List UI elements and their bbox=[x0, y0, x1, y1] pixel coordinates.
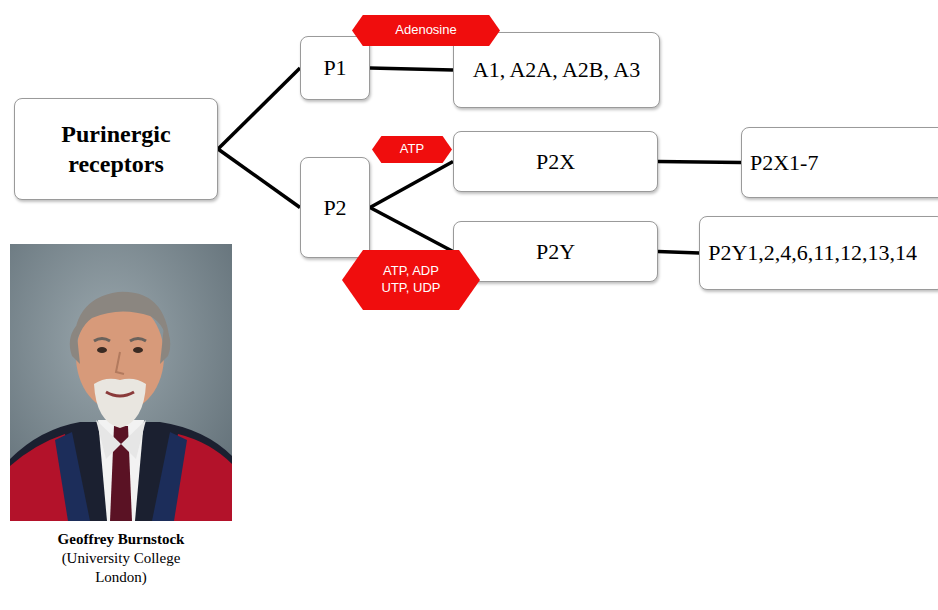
receptor-box: P2Y1,2,4,6,11,12,13,14 bbox=[699, 216, 938, 290]
root-box: Purinergic receptors bbox=[14, 98, 218, 200]
hexagon-fill bbox=[352, 15, 500, 46]
connector-line bbox=[218, 149, 300, 208]
receptor-box: P2X1-7 bbox=[741, 127, 938, 198]
node-label: P1 bbox=[315, 55, 354, 81]
node-label: P2X bbox=[528, 149, 583, 175]
ligand-tag: ATP, ADP UTP, UDP bbox=[342, 250, 480, 310]
receptor-box: P2X bbox=[453, 131, 658, 192]
person-name: Geoffrey Burnstock bbox=[31, 530, 211, 549]
connector-line bbox=[370, 68, 453, 70]
connector-line bbox=[218, 68, 300, 149]
hexagon-fill bbox=[342, 250, 480, 310]
node-label: P2Y1,2,4,6,11,12,13,14 bbox=[700, 240, 925, 266]
connector-line bbox=[370, 208, 453, 252]
ligand-label: ATP, ADP UTP, UDP bbox=[375, 263, 447, 297]
affiliation-note: (University College London) bbox=[46, 549, 196, 587]
connector-line bbox=[658, 252, 699, 254]
connector-line bbox=[658, 162, 741, 163]
ligand-label: Adenosine bbox=[395, 22, 456, 39]
ligand-label: ATP bbox=[400, 141, 424, 158]
connector-line bbox=[370, 162, 453, 208]
node-label: Purinergic receptors bbox=[33, 119, 199, 179]
ligand-tag: Adenosine bbox=[352, 15, 500, 46]
node-label: P2Y bbox=[528, 239, 583, 265]
receptor-box: P1 bbox=[300, 36, 370, 100]
hexagon-fill bbox=[372, 136, 452, 163]
portrait-photo bbox=[10, 244, 232, 521]
node-label: P2 bbox=[315, 195, 354, 221]
photo-caption: Geoffrey Burnstock(University College Lo… bbox=[31, 530, 211, 586]
node-label: A1, A2A, A2B, A3 bbox=[465, 57, 648, 83]
receptor-box: P2Y bbox=[453, 221, 658, 282]
receptor-box: P2 bbox=[300, 157, 370, 258]
node-label: P2X1-7 bbox=[742, 150, 826, 176]
ligand-tag: ATP bbox=[372, 136, 452, 163]
